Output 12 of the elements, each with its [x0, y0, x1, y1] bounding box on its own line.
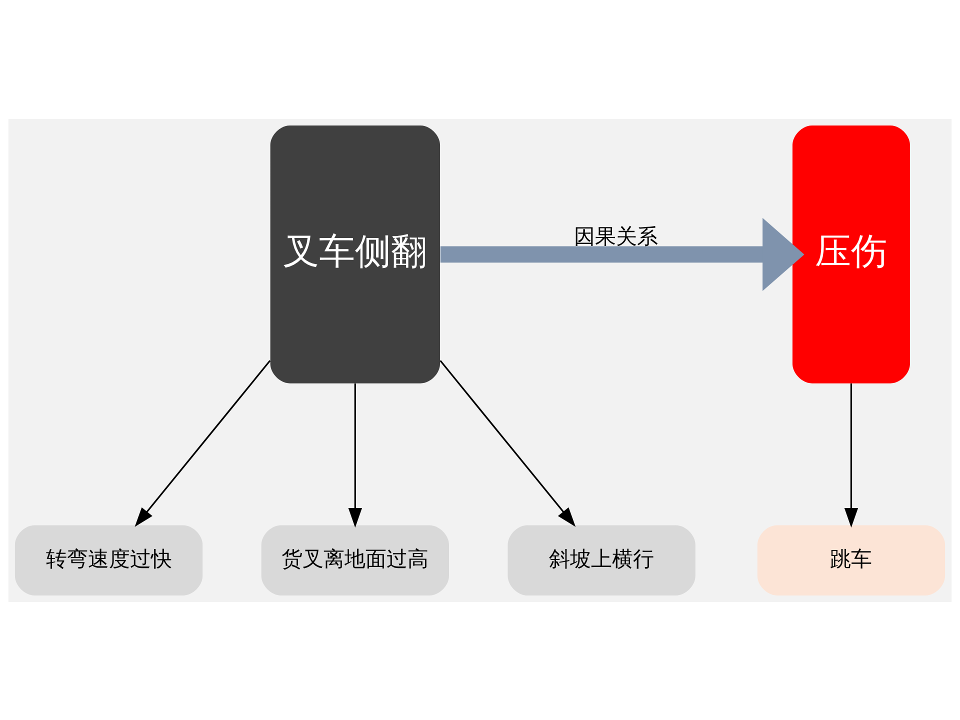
arrow: [440, 360, 576, 526]
node-box: 压伤: [792, 125, 910, 383]
node-box: 叉车侧翻: [270, 125, 440, 383]
node-box: 转弯速度过快: [14, 524, 203, 595]
node-box: 斜坡上横行: [508, 524, 696, 595]
node-box: 货叉离地面过高: [261, 524, 449, 595]
edge-label: 因果关系: [574, 224, 658, 250]
node-box: 跳车: [757, 524, 946, 595]
arrow: [134, 360, 271, 526]
arrow: [440, 217, 804, 290]
arrow: [844, 383, 858, 528]
arrow: [348, 383, 362, 528]
